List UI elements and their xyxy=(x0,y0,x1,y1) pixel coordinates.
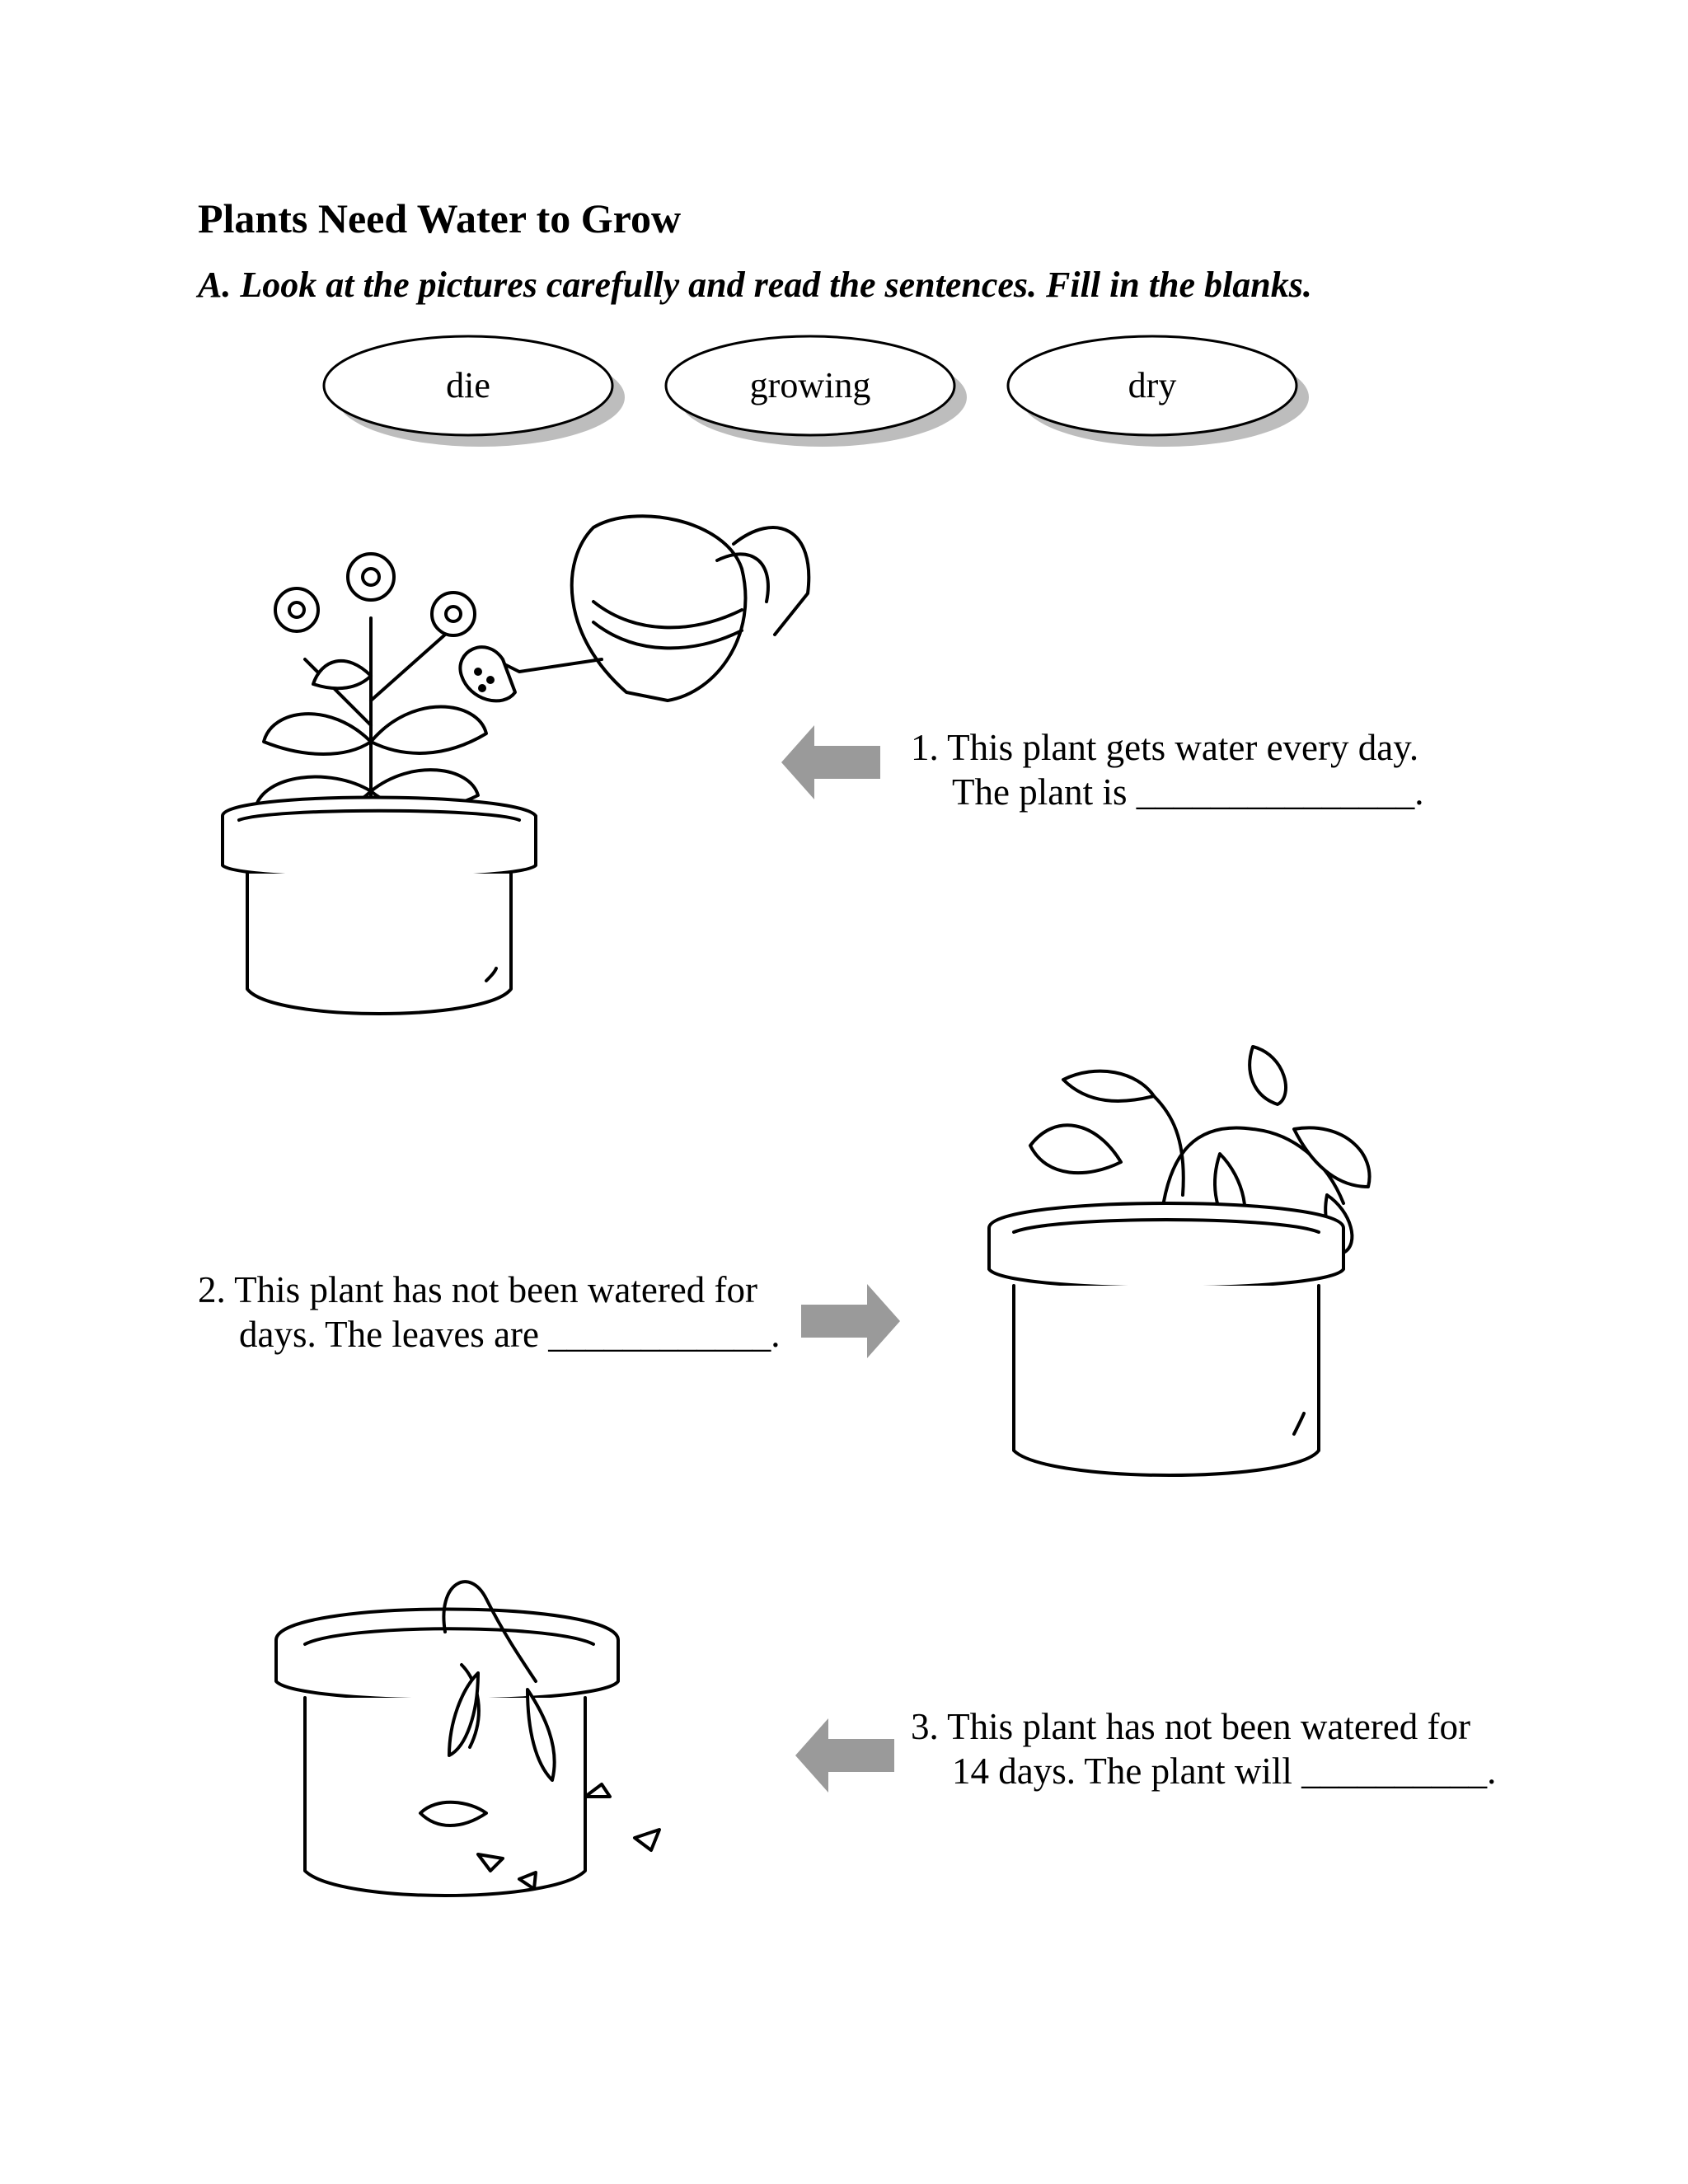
word-bank-item-growing: growing xyxy=(664,335,967,447)
watered-flower-pot-icon xyxy=(206,494,811,1030)
dead-plant-pot-icon xyxy=(272,1566,701,1937)
thick-arrow-icon xyxy=(795,1718,894,1797)
drooping-plant-pot-icon xyxy=(981,1030,1393,1492)
sentence-2: 2. This plant has not been watered for d… xyxy=(198,1268,781,1357)
word-bank-item-dry: dry xyxy=(1006,335,1309,447)
sentence-1-line-1: 1. This plant gets water every day. xyxy=(911,727,1419,768)
sentence-1-line-2: The plant is _______________. xyxy=(952,771,1424,813)
page-title: Plants Need Water to Grow xyxy=(198,195,682,241)
sentence-2-line-1: 2. This plant has not been watered for xyxy=(198,1269,757,1310)
word-bank-item-die: die xyxy=(322,335,625,447)
sentence-1: 1. This plant gets water every day. The … xyxy=(911,725,1423,814)
sentence-3: 3. This plant has not been watered for 1… xyxy=(911,1704,1496,1793)
sentence-3-line-2: 14 days. The plant will __________. xyxy=(952,1750,1497,1792)
word-bank-label-dry: dry xyxy=(1128,365,1177,405)
word-bank-label-growing: growing xyxy=(750,365,871,405)
thick-arrow-icon xyxy=(801,1284,900,1362)
thick-arrow-icon xyxy=(781,725,880,804)
sentence-3-line-1: 3. This plant has not been watered for xyxy=(911,1706,1470,1747)
sentence-2-line-2: days. The leaves are ____________. xyxy=(239,1314,781,1355)
word-bank-label-die: die xyxy=(446,365,490,405)
instructions: A. Look at the pictures carefully and re… xyxy=(198,265,1312,305)
word-bank: die growing dry xyxy=(305,305,1688,470)
